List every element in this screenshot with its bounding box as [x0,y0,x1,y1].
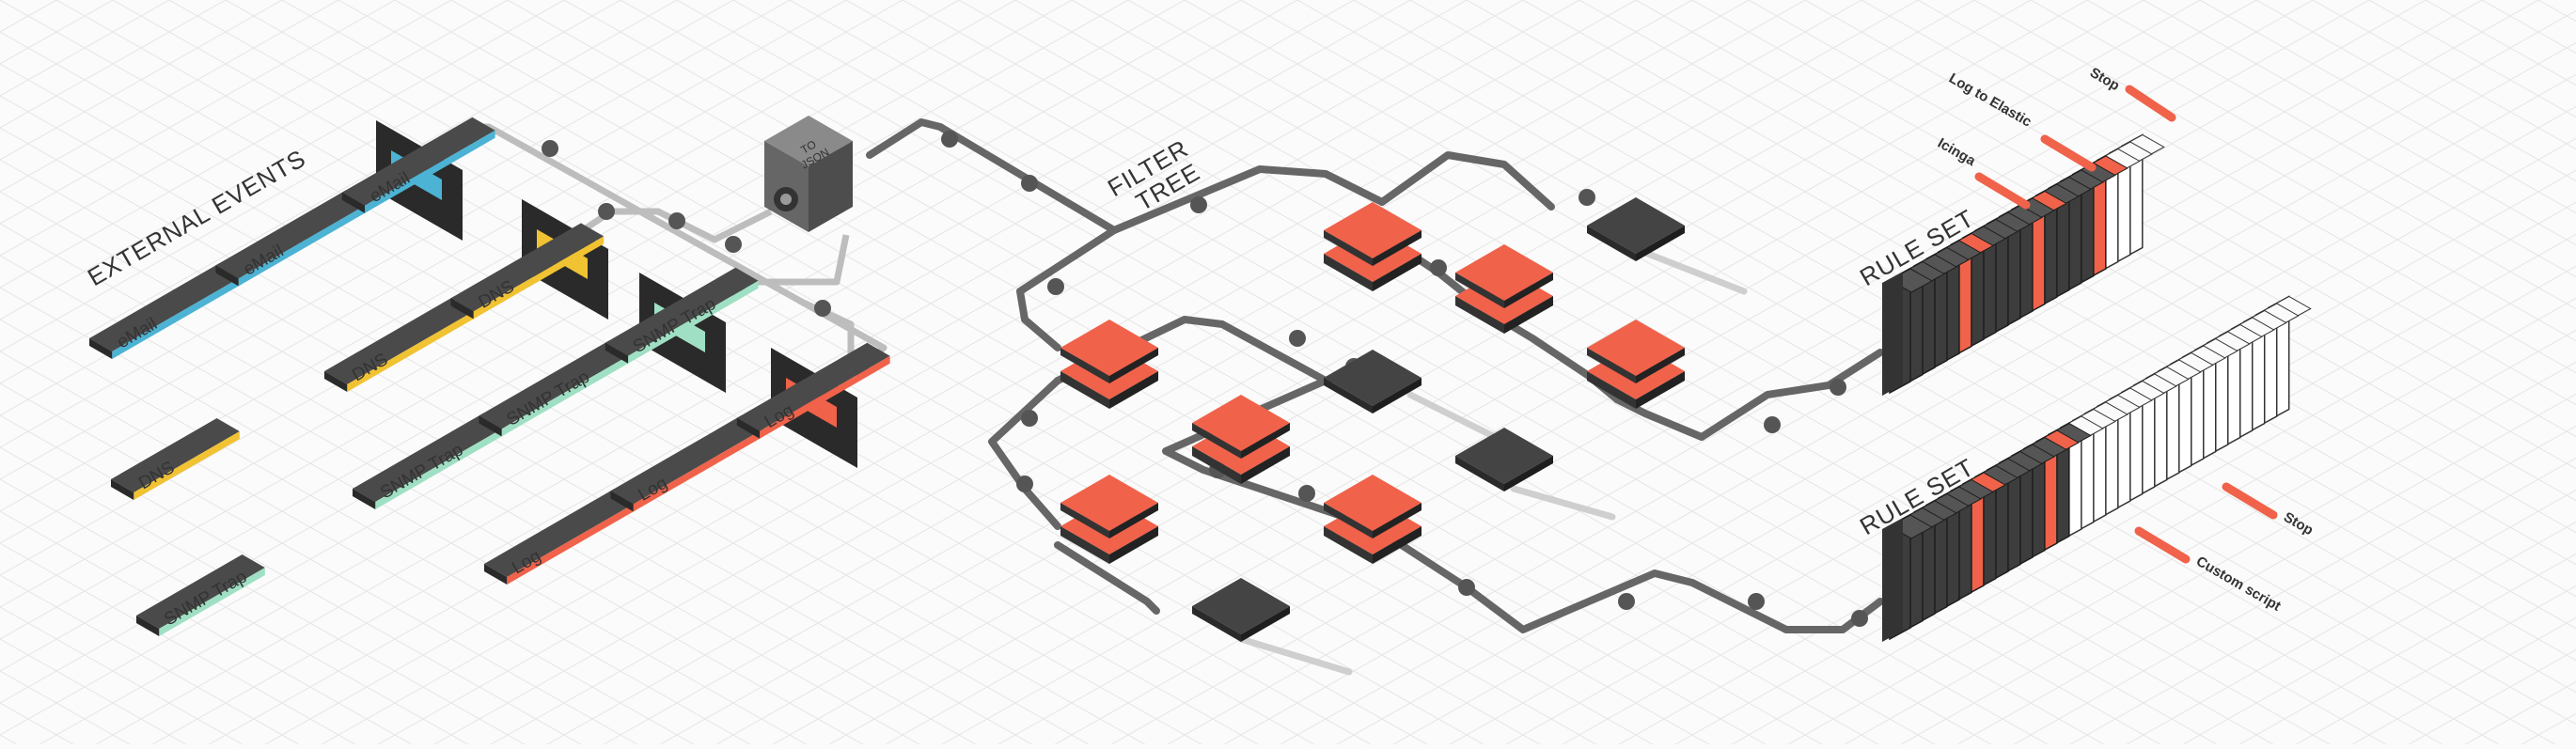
dead-end-block [1587,197,1685,261]
filter-block [1192,395,1290,484]
filter-blocks [1060,202,1685,564]
edge-to-ruleset-bottom [1369,523,1884,633]
to-json-converter: TO JSON [764,116,853,232]
edge-branch-down [988,377,1061,530]
event-chip: Log [736,342,890,439]
event-chip: Log [484,489,637,585]
filter-block [1587,320,1685,409]
event-chip: Log [610,415,764,512]
action-marker-stop-bottom [2222,482,2278,520]
dead-end-block [1324,350,1422,414]
filter-block [1324,475,1422,564]
rule-stack-front [1882,272,1903,396]
event-chip: DNS [324,296,478,392]
rule-stack-front [1882,518,1903,642]
action-marker-icinga [1974,172,2031,210]
filter-block [1324,202,1422,291]
dead-end-block [1192,578,1290,642]
filter-block [1060,320,1158,409]
action-marker-stop [2125,85,2176,122]
event-chip: DNS [450,223,605,320]
filter-block [1455,244,1553,334]
action-marker-log-elastic [2040,134,2097,172]
filter-block [1060,475,1158,564]
dead-end-block [1455,428,1553,492]
dead-end-blocks [1192,197,1685,642]
rule-set-bottom [1882,295,2312,642]
action-marker-custom-script [2134,526,2191,564]
rule-set-top [1882,133,2165,396]
edge-root-to-branch1 [1016,226,1118,351]
event-chip: DNS [111,418,240,500]
edge-leaf-bottom [1054,541,1160,615]
edge-branch-top [1378,151,1555,211]
